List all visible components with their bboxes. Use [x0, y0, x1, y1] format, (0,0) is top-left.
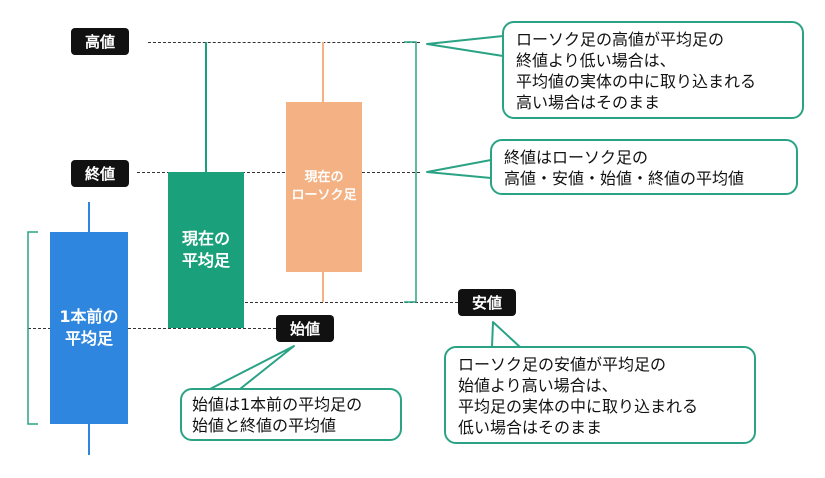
open-rule-line2: 始値と終値の平均値: [192, 416, 337, 435]
high-tag: 高値: [71, 28, 129, 55]
open-rule-callout: 始値は1本前の平均足の 始値と終値の平均値: [180, 388, 402, 441]
close-rule-line2: 高値・安値・始値・終値の平均値: [504, 169, 745, 188]
candle-range-bracket: [404, 41, 417, 303]
close-callout-pointer: [426, 159, 492, 179]
high-callout-pointer: [426, 35, 504, 57]
high-guide-line: [148, 42, 420, 43]
low-guide-line: [180, 302, 458, 303]
current-ha-label-line2: 平均足: [181, 251, 230, 270]
low-tag: 安値: [458, 289, 516, 316]
current-candle-label-line2: ローソク足: [291, 188, 357, 203]
current-ha-wick: [205, 42, 207, 172]
high-rule-line1: ローソク足の高値が平均足の: [516, 30, 725, 49]
close-guide-line: [137, 172, 420, 173]
low-rule-line1: ローソク足の安値が平均足の: [458, 355, 667, 374]
open-callout-pointer: [209, 345, 295, 390]
current-candlestick: 現在の ローソク足: [286, 102, 362, 272]
low-rule-line4: 低い場合はそのまま: [458, 418, 603, 437]
close-tag: 終値: [71, 160, 129, 187]
high-rule-line2: 終値より低い場合は、: [516, 51, 676, 70]
close-rule-line1: 終値はローソク足の: [504, 148, 649, 167]
low-rule-line3: 平均足の実体の中に取り込まれる: [458, 397, 699, 416]
prev-ha-label-line1: 1本前の: [59, 307, 119, 327]
low-callout-pointer: [491, 321, 521, 348]
high-rule-line4: 高い場合はそのまま: [516, 93, 661, 112]
current-ha-label-line1: 現在の: [181, 229, 230, 249]
open-guide-line: [28, 328, 276, 329]
open-rule-line1: 始値は1本前の平均足の: [192, 395, 363, 414]
prev-ha-range-bracket: [27, 231, 38, 425]
current-candle-label-line1: 現在の: [304, 170, 344, 186]
current-heikin-ashi-candle: 現在の 平均足: [168, 172, 244, 328]
high-rule-line3: 平均値の実体の中に取り込まれる: [516, 72, 757, 91]
prev-heikin-ashi-candle: 1本前の 平均足: [50, 232, 128, 424]
low-rule-callout: ローソク足の安値が平均足の 始値より高い場合は、 平均足の実体の中に取り込まれる…: [444, 346, 756, 444]
open-tag: 始値: [276, 315, 334, 342]
high-rule-callout: ローソク足の高値が平均足の 終値より低い場合は、 平均値の実体の中に取り込まれる…: [502, 21, 804, 119]
close-rule-callout: 終値はローソク足の 高値・安値・始値・終値の平均値: [490, 139, 798, 195]
prev-ha-label-line2: 平均足: [64, 329, 113, 348]
low-rule-line2: 始値より高い場合は、: [458, 376, 618, 395]
